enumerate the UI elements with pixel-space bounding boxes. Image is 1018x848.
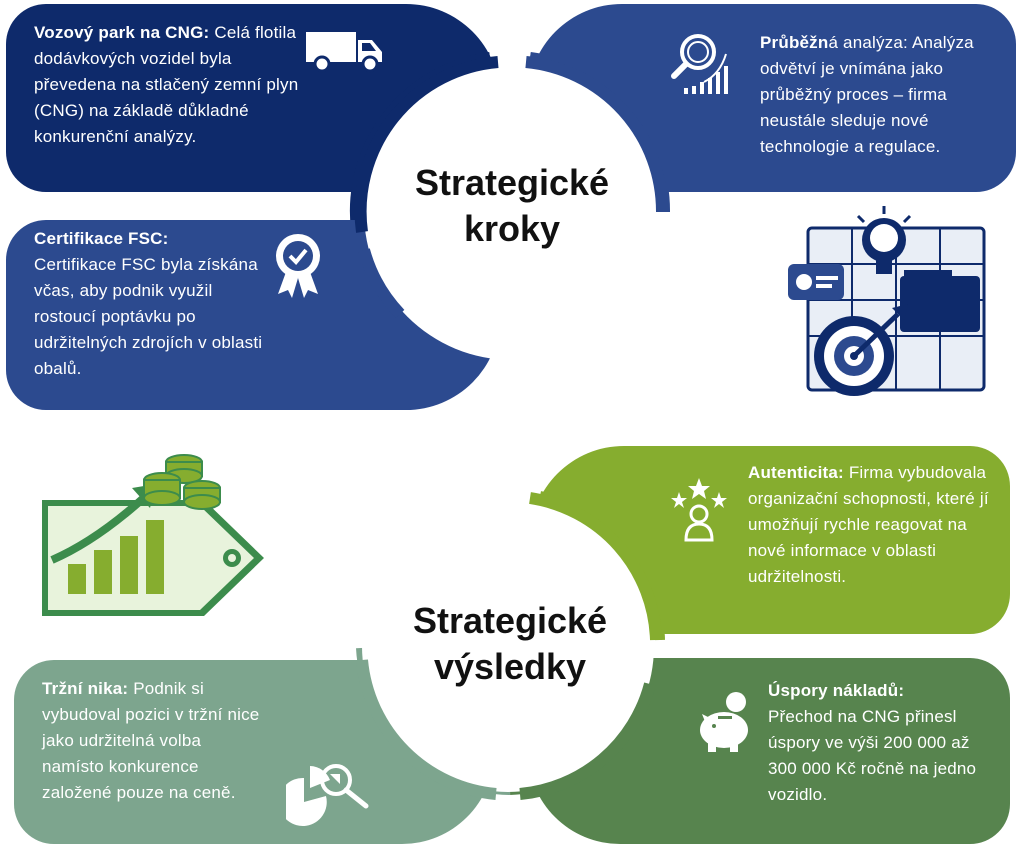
center-title-steps: Strategické kroky <box>370 160 654 252</box>
card-title: Tržní nika: <box>42 679 129 698</box>
center-title-line2: výsledky <box>433 646 587 687</box>
delivery-truck-icon <box>304 28 386 74</box>
card-title: Vozový park na CNG: <box>34 23 210 42</box>
card-title: Průběžn <box>760 33 829 52</box>
strategy-planning-illustration <box>780 206 992 406</box>
center-title-results: Strategické výsledky <box>368 598 652 690</box>
card-text: Firma vybudovala organizační schopnosti,… <box>748 463 989 586</box>
card-text: Přechod na CNG přinesl úspory ve výši 20… <box>768 707 977 804</box>
center-title-line1: Strategické <box>414 162 610 203</box>
center-title-line1: Strategické <box>412 600 608 641</box>
growth-price-tag-illustration <box>28 440 276 620</box>
card-title: Autenticita: <box>748 463 844 482</box>
card-title: Certifikace FSC: <box>34 229 169 248</box>
card-text: Celá flotila dodávkových vozidel byla př… <box>34 23 299 146</box>
center-title-line2: kroky <box>463 208 561 249</box>
certificate-badge-icon <box>274 232 322 298</box>
magnifier-chart-icon <box>668 30 736 96</box>
card-text: á analýza: Analýza odvětví je vnímána ja… <box>760 33 974 156</box>
piggy-bank-icon <box>694 690 756 754</box>
card-text: Certifikace FSC byla získána včas, aby p… <box>34 255 263 378</box>
card-text: Podnik si vybudoval pozici v tržní nice … <box>42 679 260 802</box>
pie-chart-search-icon <box>286 762 370 832</box>
rating-stars-person-icon <box>668 476 730 542</box>
card-title: Úspory nákladů: <box>768 681 905 700</box>
